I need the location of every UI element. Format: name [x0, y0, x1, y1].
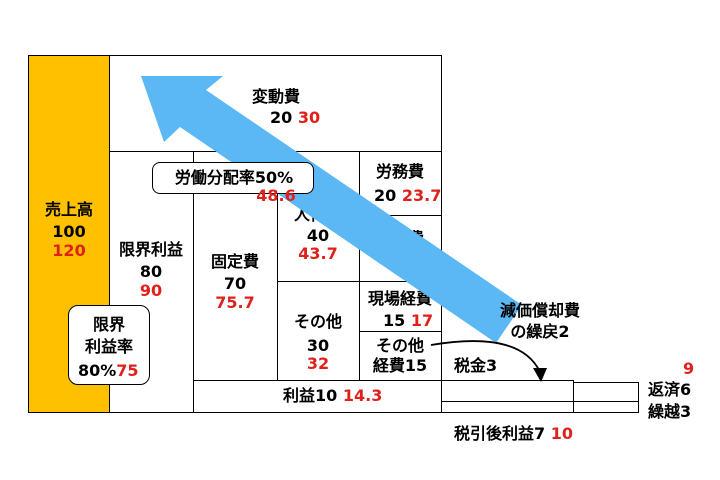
variable-cost-label: 変動費: [251, 87, 301, 106]
labor-share-badge: [152, 162, 314, 194]
site-expense-value-new: 17: [410, 311, 434, 330]
marginal-profit-rate-value-old: 80%: [78, 361, 117, 380]
depreciation-return-arrowhead: [533, 368, 547, 382]
profit-value-new: 14.3: [342, 386, 383, 405]
fixed-cost-value-new: 75.7: [215, 293, 255, 312]
after-tax-profit-label: 税引後利益7: [454, 424, 546, 443]
variable-cost-value-old: 20: [270, 108, 293, 127]
site-expense-values: 15 17: [383, 311, 433, 330]
personnel-cost-value-new: 43.7: [298, 244, 338, 263]
other-expense-box: [359, 331, 442, 381]
labor-expense-values: 20 23.7: [374, 186, 441, 205]
other-cost-value-old: 30: [306, 336, 330, 355]
variable-cost-values: 20 30: [270, 108, 320, 127]
marginal-profit-rate-values: 80%75: [78, 361, 139, 380]
repayment-value-new: 9: [683, 359, 695, 378]
marginal-profit-rate-badge: [68, 305, 150, 385]
marginal-profit-rate-label-line2: 利益率: [84, 337, 134, 356]
labor-expense-value-old: 20: [374, 186, 397, 205]
after-tax-profit-value-new: 10: [550, 424, 573, 443]
labor-expense-label: 労務費: [375, 162, 425, 181]
variable-cost-value-new: 30: [297, 108, 321, 127]
labor-share-arrow: [141, 76, 522, 343]
depreciation-label-line2: の繰戻2: [510, 322, 570, 341]
labor-share-label: 労働分配率50%: [174, 168, 294, 187]
fixed-cost-label: 固定費: [210, 252, 260, 271]
other-expense-label-line1: その他: [375, 336, 425, 355]
after-tax-profit-values: 税引後利益7 10: [454, 424, 573, 443]
site-expense-value-old: 15: [383, 311, 406, 330]
carry-forward-label: 繰越3: [648, 402, 692, 421]
site-expense-label: 現場経費: [367, 289, 433, 308]
carry-forward-box: [573, 401, 639, 413]
profit-values: 利益10 14.3: [283, 386, 382, 405]
sales-value-old: 100: [52, 222, 86, 241]
fixed-cost-value-old: 70: [223, 274, 247, 293]
marginal-profit-value-new: 90: [139, 281, 163, 300]
labor-expense-value-new: 23.7: [401, 186, 442, 205]
depreciation-return-arrow: [430, 340, 541, 373]
marginal-profit-label: 限界利益: [118, 240, 184, 259]
sales-label: 売上高: [44, 200, 94, 219]
profit-label: 利益10: [283, 386, 338, 405]
depreciation-label-line1: 減価償却費: [499, 301, 581, 320]
marginal-profit-rate-value-new: 75: [116, 361, 139, 380]
other-expense-label-line2: 経費15: [372, 356, 428, 375]
other-cost-label: その他: [293, 312, 343, 331]
personnel-cost-value-old: 40: [306, 226, 330, 245]
marginal-profit-value-old: 80: [139, 262, 163, 281]
marginal-profit-rate-label-line1: 限界: [92, 315, 126, 334]
profit-box: [193, 380, 442, 413]
labor-share-value-new: 48.6: [256, 186, 296, 205]
tax-label: 税金3: [454, 356, 498, 375]
sales-value-new: 120: [52, 241, 86, 260]
other-cost-value-new: 32: [306, 354, 330, 373]
repayment-label: 返済6: [648, 380, 692, 399]
